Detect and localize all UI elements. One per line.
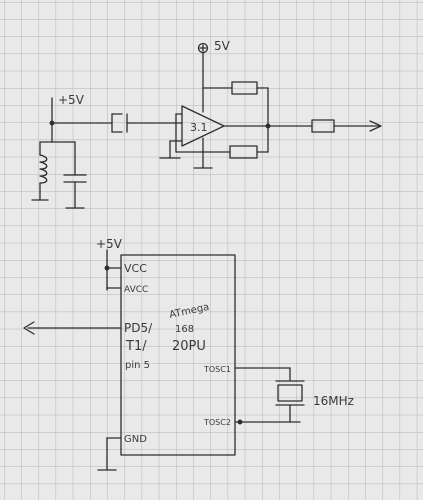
pin-pd5-label: PD5/ <box>124 321 153 335</box>
chip-name-line2: 168 <box>175 324 194 335</box>
inductor-coil <box>39 154 48 184</box>
pin-tosc1-label: TOSC1 <box>203 365 231 374</box>
opamp-label: 3.1 <box>190 121 208 134</box>
mcu-chip-outline <box>120 254 236 456</box>
supply-5v-label: 5V <box>214 39 231 53</box>
crystal-label: 16MHz <box>313 394 354 408</box>
amplifier-circuit <box>31 42 382 209</box>
opamp-triangle <box>181 105 225 147</box>
chip-name-line3: 20PU <box>172 339 206 354</box>
mcu-supply-label: +5V <box>96 237 123 251</box>
pin-t1-label: T1/ <box>125 339 147 354</box>
pin-note-label: pin 5 <box>125 360 150 371</box>
output-arrow <box>369 120 382 132</box>
pin-tosc2-label: TOSC2 <box>203 418 231 427</box>
mcu-circuit <box>23 249 305 471</box>
crystal-16mhz <box>277 384 303 402</box>
pin-gnd-label: GND <box>124 434 147 445</box>
pin-avcc-label: AVCC <box>124 285 148 295</box>
pin-vcc-label: VCC <box>124 262 147 275</box>
left-supply-label: +5V <box>58 93 85 107</box>
